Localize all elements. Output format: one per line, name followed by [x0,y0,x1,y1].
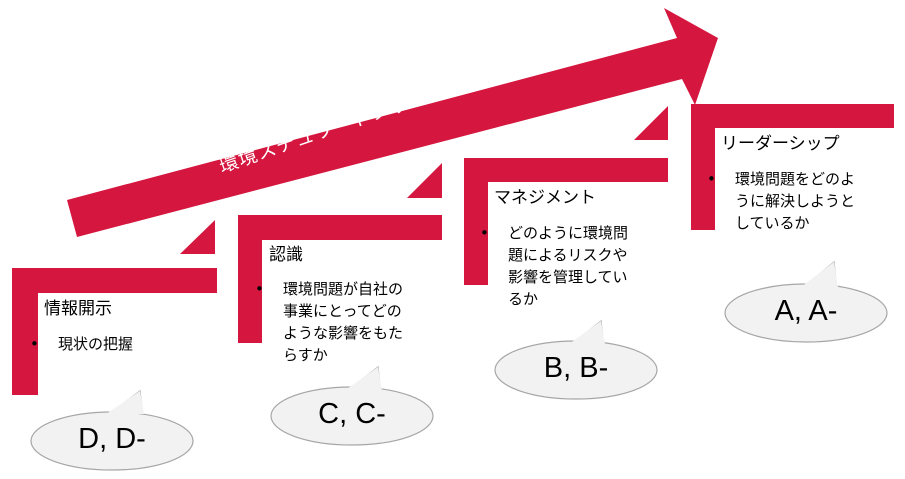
bullet-line: るか [508,290,539,308]
grade-bubble-c [270,365,434,446]
bullet-line: ような影響をもた [283,324,404,342]
stair-connector-3 [634,106,668,140]
bullet-line: 環境問題が自社の [283,280,404,298]
grade-label-c: C, C- [318,398,386,430]
step-bullet-awareness: •環境問題が自社の 事業にとってどの ような影響をもた らすか [255,280,404,364]
stewardship-arrow [67,8,718,237]
grade-bubble-b [494,319,658,400]
step-bullet-management: •どのように環境問 題によるリスクや 影響を管理してい るか [480,224,629,308]
step-title-management: マネジメント [494,188,596,208]
bullet-line: しているか [735,214,810,232]
step-bullet-disclosure: •現状の把握 [30,335,134,353]
step-title-leadership: リーダーシップ [721,134,840,154]
stair-connector-1 [180,220,215,254]
bullet-line: 題によるリスクや [508,246,628,264]
grade-label-b: B, B- [543,352,609,384]
step-bracket-awareness [238,215,442,343]
grade-label-a: A, A- [774,295,838,327]
grade-bubble-d [30,389,194,471]
step-bracket-management [464,158,668,285]
step-title-awareness: 認識 [269,245,303,265]
bullet-line: 事業にとってどの [283,302,402,320]
stair-connector-2 [407,163,442,198]
bullet-line: うに解決しようと [735,192,856,210]
bullet-line: どのように環境問 [508,224,629,242]
bullet-line: 環境問題をどのよ [735,170,856,188]
step-bracket-disclosure [12,268,217,395]
step-title-disclosure: 情報開示 [44,299,112,319]
grade-bubble-a [724,260,888,343]
grade-label-d: D, D- [78,423,146,455]
step-bullet-leadership: •環境問題をどのよ うに解決しようと しているか [707,170,856,232]
bullet-line: 影響を管理してい [508,268,628,286]
bullet-line: 現状の把握 [58,335,134,353]
step-bracket-leadership [691,104,894,230]
bullet-line: らすか [283,346,328,364]
